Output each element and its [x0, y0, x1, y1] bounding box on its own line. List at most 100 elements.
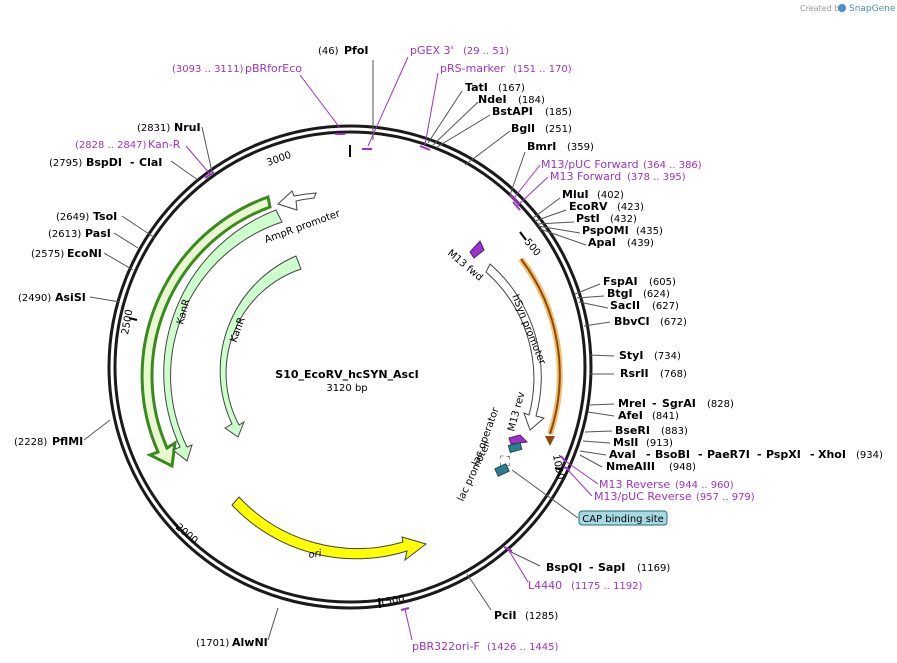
- enzyme-name-bmri: BmrI: [527, 140, 556, 153]
- enzyme-pos-bspqi: (1169): [637, 563, 670, 574]
- tick-2500: 2500: [120, 309, 135, 336]
- enzyme-name-asisi: AsiSI: [55, 291, 86, 304]
- enzyme-pos-bspdi: (2795): [49, 158, 82, 169]
- enzyme-name-bsobi: BsoBI: [655, 448, 690, 461]
- kanr-outer-arrow: [140, 195, 272, 469]
- enzyme-name-bseri: BseRI: [615, 424, 650, 437]
- enzyme-name-pflmi: PflMI: [52, 435, 83, 448]
- enzyme-pos-pasi: (2613): [48, 229, 81, 240]
- primer-name-pbrforeco: pBRforEco: [245, 62, 302, 75]
- hsyn-promoter-arrow: [485, 263, 546, 431]
- tick-1000: 1000: [550, 454, 565, 481]
- primer-name-l4440: L4440: [528, 579, 562, 592]
- tick-3000: 3000: [265, 150, 293, 169]
- enzyme-name-sgrai: SgrAI: [662, 397, 696, 410]
- primer-range-m13-rev: (944 .. 960): [675, 480, 734, 491]
- enzyme-sep-bsobi: -: [646, 448, 651, 461]
- cap-site-icon: ⛶: [500, 454, 510, 470]
- plasmid-name: S10_EcoRV_hcSYN_AscI: [275, 368, 418, 381]
- cap-leader: [511, 469, 579, 519]
- enzyme-name-styi: StyI: [619, 349, 643, 362]
- enzyme-sep-sgrai: -: [652, 397, 657, 410]
- enzyme-name-bgli: BglI: [511, 122, 535, 135]
- primer-leaders: [185, 56, 599, 641]
- enzyme-name-econi: EcoNI: [67, 247, 102, 260]
- enzyme-pos-apai: (439): [627, 238, 654, 249]
- enzyme-name-msli: MslI: [613, 436, 638, 449]
- enzyme-pos-psti: (432): [610, 214, 637, 225]
- kanr-inner-arrow: [219, 255, 302, 438]
- enzyme-pos-nrui: (2831): [137, 123, 170, 134]
- primer-name-m13-rev: M13 Reverse: [599, 478, 670, 491]
- primer-name-m13puc-fwd: M13/pUC Forward: [541, 158, 639, 171]
- enzyme-name-ndei: NdeI: [478, 93, 507, 106]
- lac-operator-marker: [507, 441, 523, 454]
- ampr-promoter-arrow: [277, 190, 317, 211]
- enzyme-name-mrei: MreI: [618, 397, 646, 410]
- enzyme-name-avai: AvaI: [609, 448, 636, 461]
- primer-range-pbr322ori-f: (1426 .. 1445): [487, 642, 559, 653]
- scale-ticks: [128, 145, 564, 609]
- enzyme-pos-rsrii: (768): [660, 369, 687, 380]
- hsyn-arrowhead: [545, 436, 555, 446]
- enzyme-pos-afei: (841): [652, 411, 679, 422]
- enzyme-name-xhoi: XhoI: [818, 448, 846, 461]
- kanr-outer-label: KanR: [175, 298, 192, 326]
- enzyme-pos-styi: (734): [654, 351, 681, 362]
- primer-range-prs-marker: (151 .. 170): [513, 64, 572, 75]
- plasmid-size: 3120 bp: [326, 383, 367, 394]
- enzyme-name-pspxi: PspXI: [766, 448, 801, 461]
- ori-label: ori: [308, 548, 323, 561]
- enzyme-name-afei: AfeI: [618, 409, 643, 422]
- ori-arrow: [231, 496, 428, 562]
- lac-promoter-label: lac promoter: [456, 440, 493, 503]
- enzyme-pos-pflmi: (2228): [14, 437, 47, 448]
- enzyme-name-alwni: AlwNI: [232, 636, 268, 649]
- enzyme-pos-tsoi: (2649): [56, 212, 89, 223]
- enzyme-pos-msli: (913): [646, 438, 673, 449]
- primer-name-m13-fwd: M13 Forward: [550, 170, 621, 183]
- lac-promoter-marker: [494, 463, 510, 477]
- enzyme-pos-pspomi: (435): [636, 226, 663, 237]
- enzyme-name-nrui: NruI: [174, 121, 201, 134]
- primer-name-pbr322ori-f: pBR322ori-F: [412, 640, 480, 653]
- enzyme-pos-sacii: (627): [652, 301, 679, 312]
- enzyme-pos-pfoi: (46): [318, 46, 339, 57]
- enzyme-name-bspqi: BspQI: [546, 561, 582, 574]
- enzyme-name-btgi: BtgI: [607, 287, 633, 300]
- primer-labels: pGEX 3' (29 .. 51) (3093 .. 3111) pBRfor…: [75, 44, 755, 653]
- backbone-inner-strand: [113, 130, 587, 604]
- enzyme-pos-ecorv: (423): [617, 202, 644, 213]
- enzyme-pos-nmeaiii: (948): [669, 462, 696, 473]
- primer-range-kanr: (2828 .. 2847): [75, 140, 147, 151]
- credit-prefix: Created by: [800, 4, 844, 13]
- enzyme-name-ecorv: EcoRV: [569, 200, 608, 213]
- m13-fwd-marker: [469, 240, 485, 259]
- enzyme-sep-paer7i: -: [698, 448, 703, 461]
- enzyme-sep-pspxi: -: [757, 448, 762, 461]
- primer-name-prs-marker: pRS-marker: [440, 62, 505, 75]
- enzyme-name-rsrii: RsrII: [620, 367, 649, 380]
- primer-range-pbrforeco: (3093 .. 3111): [172, 64, 244, 75]
- enzyme-name-fspai: FspAI: [603, 275, 638, 288]
- enzyme-name-tsoi: TsoI: [93, 210, 117, 223]
- m13-rev-label: M13 rev: [506, 391, 527, 433]
- primer-range-l4440: (1175 .. 1192): [571, 581, 643, 592]
- enzyme-pos-alwni: (1701): [196, 638, 229, 649]
- credit-brand: SnapGene: [849, 4, 896, 14]
- enzyme-pos-mrei: (828): [707, 399, 734, 410]
- enzyme-pos-asisi: (2490): [18, 293, 51, 304]
- tick-500: 500: [522, 237, 543, 259]
- enzyme-name-pfoi: PfoI: [344, 44, 369, 57]
- primer-range-m13puc-rev: (957 .. 979): [696, 492, 755, 503]
- cap-binding-site-label: CAP binding site: [582, 514, 664, 525]
- enzyme-pos-pcii: (1285): [525, 611, 558, 622]
- enzyme-name-paer7i: PaeR7I: [707, 448, 750, 461]
- enzyme-name-bspdi: BspDI: [86, 156, 122, 169]
- enzyme-pos-mlui: (402): [597, 190, 624, 201]
- enzyme-name-pasi: PasI: [85, 227, 111, 240]
- enzyme-name-clai: ClaI: [139, 156, 162, 169]
- m13-rev-marker: [508, 434, 529, 445]
- enzyme-name-pcii: PciI: [494, 609, 516, 622]
